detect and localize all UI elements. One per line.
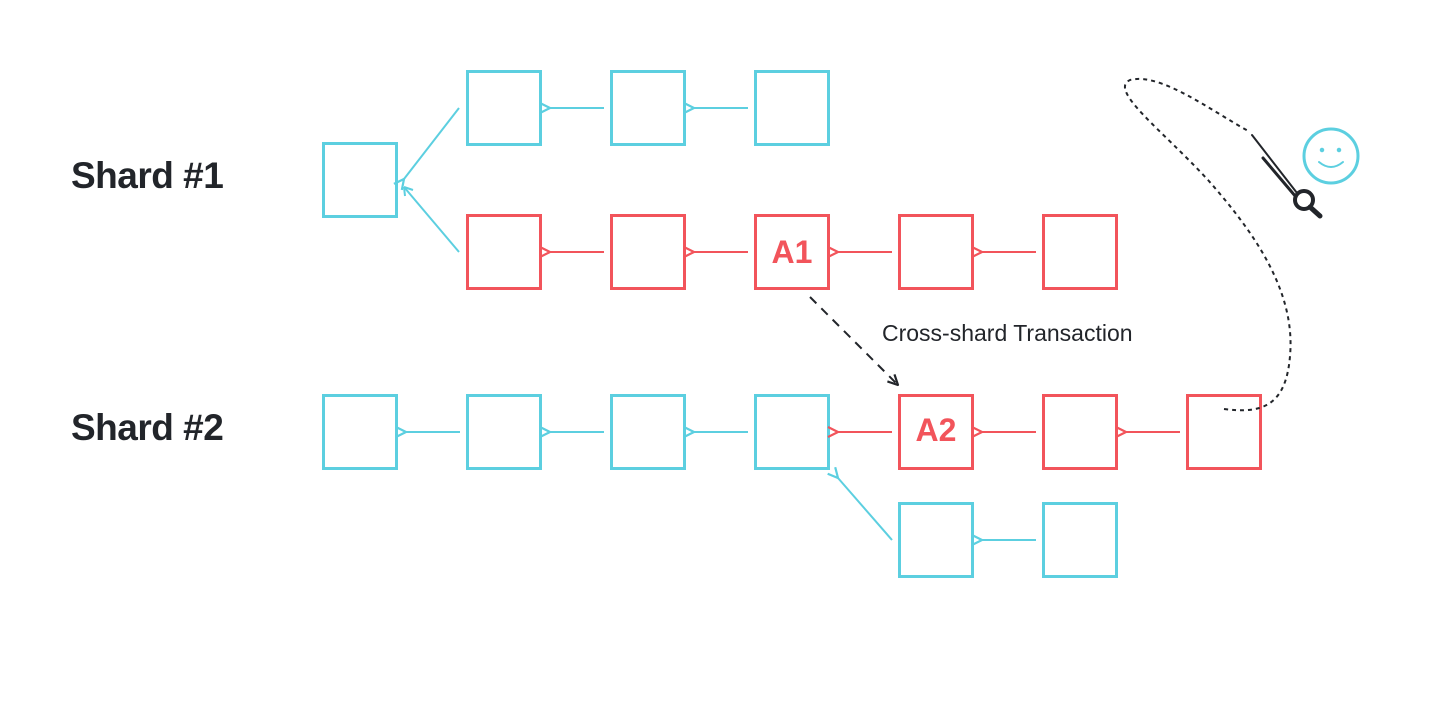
fishing-line bbox=[1123, 77, 1292, 412]
block bbox=[466, 394, 542, 470]
block-a1-label: A1 bbox=[772, 234, 813, 270]
block bbox=[610, 394, 686, 470]
block bbox=[898, 502, 974, 578]
shard-2-label: Shard #2 bbox=[71, 407, 223, 448]
fishing-rod-icon bbox=[1251, 134, 1323, 219]
cross-shard-label: Cross-shard Transaction bbox=[882, 320, 1133, 346]
block bbox=[1042, 394, 1118, 470]
block bbox=[610, 214, 686, 290]
block-a2-label: A2 bbox=[916, 412, 957, 448]
block bbox=[322, 394, 398, 470]
block bbox=[466, 70, 542, 146]
shard-1-chain bbox=[322, 70, 1118, 290]
block bbox=[610, 70, 686, 146]
shard-2-chain bbox=[322, 394, 1262, 578]
block bbox=[1042, 214, 1118, 290]
block bbox=[322, 142, 398, 218]
block bbox=[754, 70, 830, 146]
block bbox=[754, 394, 830, 470]
link-arrow bbox=[403, 186, 414, 197]
shard-2-links bbox=[406, 432, 1180, 540]
block bbox=[1186, 394, 1262, 470]
block bbox=[466, 214, 542, 290]
smiley-icon bbox=[1302, 127, 1360, 185]
link-arrow bbox=[404, 107, 460, 179]
block bbox=[1042, 502, 1118, 578]
shard-1-label: Shard #1 bbox=[71, 155, 223, 196]
cross-shard-arrow bbox=[809, 296, 898, 385]
block bbox=[898, 214, 974, 290]
link-arrow bbox=[403, 186, 460, 253]
link-arrow bbox=[838, 478, 893, 541]
shard-1-links bbox=[404, 108, 1036, 252]
